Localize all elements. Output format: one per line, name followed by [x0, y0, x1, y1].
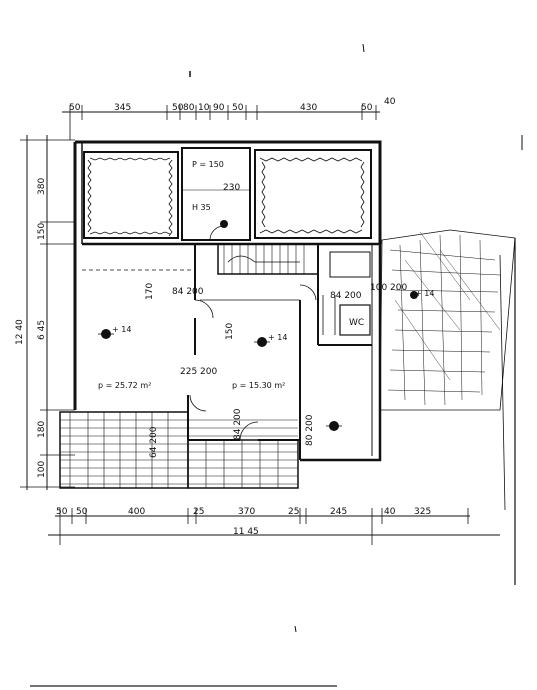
dim-left-3: 12 40 — [15, 319, 25, 345]
dim-top-10: 40 — [384, 97, 396, 107]
opening-label-6: 80 200 — [305, 414, 315, 446]
terrace-height-label: + 14 — [415, 289, 434, 298]
dim-bottom-6: 25 — [288, 507, 299, 517]
room-top-right — [254, 149, 372, 239]
dim-top-1: 50 — [69, 103, 81, 113]
opening-label-1: 84 200 — [172, 287, 204, 297]
stray-mark — [362, 43, 365, 53]
bath-area-label: P = 150 — [192, 160, 224, 169]
opening-label-5: 64 200 — [149, 426, 159, 458]
dim-bottom-7: 245 — [330, 507, 347, 517]
living-height-label: + 14 — [112, 325, 131, 334]
room-top-left — [83, 151, 179, 239]
dim-top-3: 50 — [172, 103, 184, 113]
opening-label-2: 84 200 — [330, 291, 362, 301]
hall-area-label: p = 15.30 m² — [232, 381, 285, 390]
dim-top-8: 430 — [300, 103, 317, 113]
dim-bottom-total: 11 45 — [233, 527, 259, 537]
dim-top-4: 80 — [183, 103, 195, 113]
staircase — [217, 243, 319, 275]
terrace-hatched — [59, 411, 299, 489]
dim-top-7: 50 — [232, 103, 244, 113]
dim-top-6: 90 — [213, 103, 225, 113]
bottom-dimension-line: 50 50 400 25 370 25 245 40 325 11 45 — [48, 507, 500, 545]
opening-label-7: 100 200 — [370, 283, 407, 293]
bath-dim-230: 230 — [223, 183, 240, 193]
dim-left-6: 100 — [37, 461, 47, 478]
opening-label-4: 84 200 — [233, 408, 243, 440]
left-dimension-lines: 380 150 12 40 6 45 180 100 — [15, 135, 75, 490]
dim-left-5: 180 — [37, 421, 47, 438]
dim-left-2: 150 — [37, 223, 47, 240]
bath-level-marker — [220, 220, 228, 228]
dim-bottom-8: 40 — [384, 507, 396, 517]
exterior-walls — [73, 140, 382, 462]
garden-hatched — [379, 229, 516, 411]
stray-mark — [294, 625, 297, 633]
door-swings — [189, 225, 317, 441]
level-markers — [98, 291, 418, 431]
dim-left-4: 6 45 — [37, 320, 47, 340]
hall-height-label: + 14 — [268, 333, 287, 342]
dim-bottom-2: 50 — [76, 507, 88, 517]
dim-top-9: 50 — [361, 103, 373, 113]
dim-top-5: 10 — [198, 103, 210, 113]
top-dimension-line: 50 345 50 80 10 90 50 430 50 40 — [62, 97, 396, 140]
site-boundary — [499, 135, 523, 585]
dim-top-2: 345 — [114, 103, 131, 113]
dim-bottom-4: 25 — [193, 507, 204, 517]
dim-bottom-5: 370 — [238, 507, 255, 517]
wc-label: WC — [349, 318, 364, 328]
room-wc: WC — [322, 295, 371, 336]
dim-left-1: 380 — [37, 178, 47, 195]
room-bathroom: P = 150 H 35 230 — [181, 147, 251, 241]
opening-label-8: 150 — [225, 323, 235, 340]
opening-label-3: 225 200 — [180, 367, 217, 377]
dim-bottom-1: 50 — [56, 507, 68, 517]
living-area-label: p = 25.72 m² — [98, 381, 151, 390]
opening-label-9: 170 — [145, 283, 155, 300]
bath-height-label: H 35 — [192, 203, 211, 212]
dim-bottom-9: 325 — [414, 507, 431, 517]
dim-bottom-3: 400 — [128, 507, 145, 517]
